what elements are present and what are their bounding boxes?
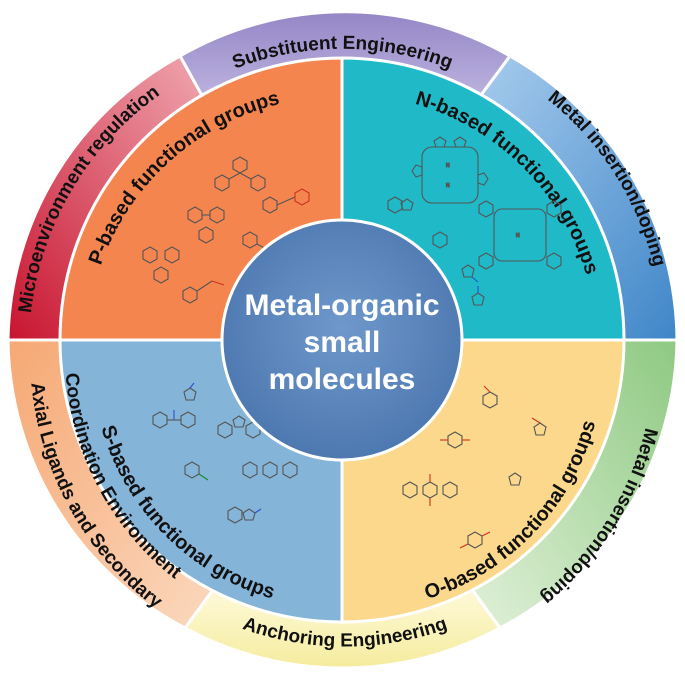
chemical-structure-icon bbox=[142, 246, 180, 284]
chemical-structure-icon bbox=[482, 385, 498, 409]
chemical-structure-icon bbox=[182, 280, 225, 304]
chemical-structure-icon bbox=[471, 286, 485, 306]
chemical-structure-icon bbox=[187, 206, 225, 244]
chemical-structure-icon bbox=[432, 231, 448, 249]
chemical-structure-icon bbox=[402, 474, 458, 506]
chemical-structure-icon bbox=[214, 156, 266, 192]
o-based-molecule-icons bbox=[402, 385, 547, 549]
chemical-structure-icon bbox=[183, 382, 197, 401]
svg-text:N: N bbox=[446, 183, 450, 189]
svg-text:N: N bbox=[516, 233, 520, 239]
s-based-molecule-icons bbox=[152, 382, 298, 524]
chemical-structure-icon bbox=[262, 188, 310, 214]
chemical-structure-icon bbox=[461, 264, 479, 283]
n-based-molecule-icons: N N N bbox=[387, 136, 562, 306]
center-title-line1: Metal-organic bbox=[244, 289, 439, 322]
center-title-line2: small bbox=[304, 326, 381, 359]
center-title-line3: molecules bbox=[269, 363, 416, 396]
chemical-structure-icon bbox=[531, 417, 547, 436]
chemical-structure-icon bbox=[242, 461, 298, 479]
center-circle bbox=[220, 218, 464, 462]
chemical-structure-icon: N N bbox=[411, 136, 489, 204]
chemical-structure-icon bbox=[152, 410, 196, 429]
svg-text:N: N bbox=[446, 163, 450, 169]
chemical-structure-icon bbox=[508, 472, 522, 486]
chemical-structure-icon bbox=[227, 506, 262, 524]
chemical-structure-icon bbox=[184, 461, 209, 481]
chemical-structure-icon: N bbox=[478, 200, 562, 270]
chemical-structure-icon bbox=[459, 531, 491, 549]
chemical-structure-icon bbox=[387, 196, 414, 214]
chemical-structure-icon bbox=[440, 431, 470, 449]
